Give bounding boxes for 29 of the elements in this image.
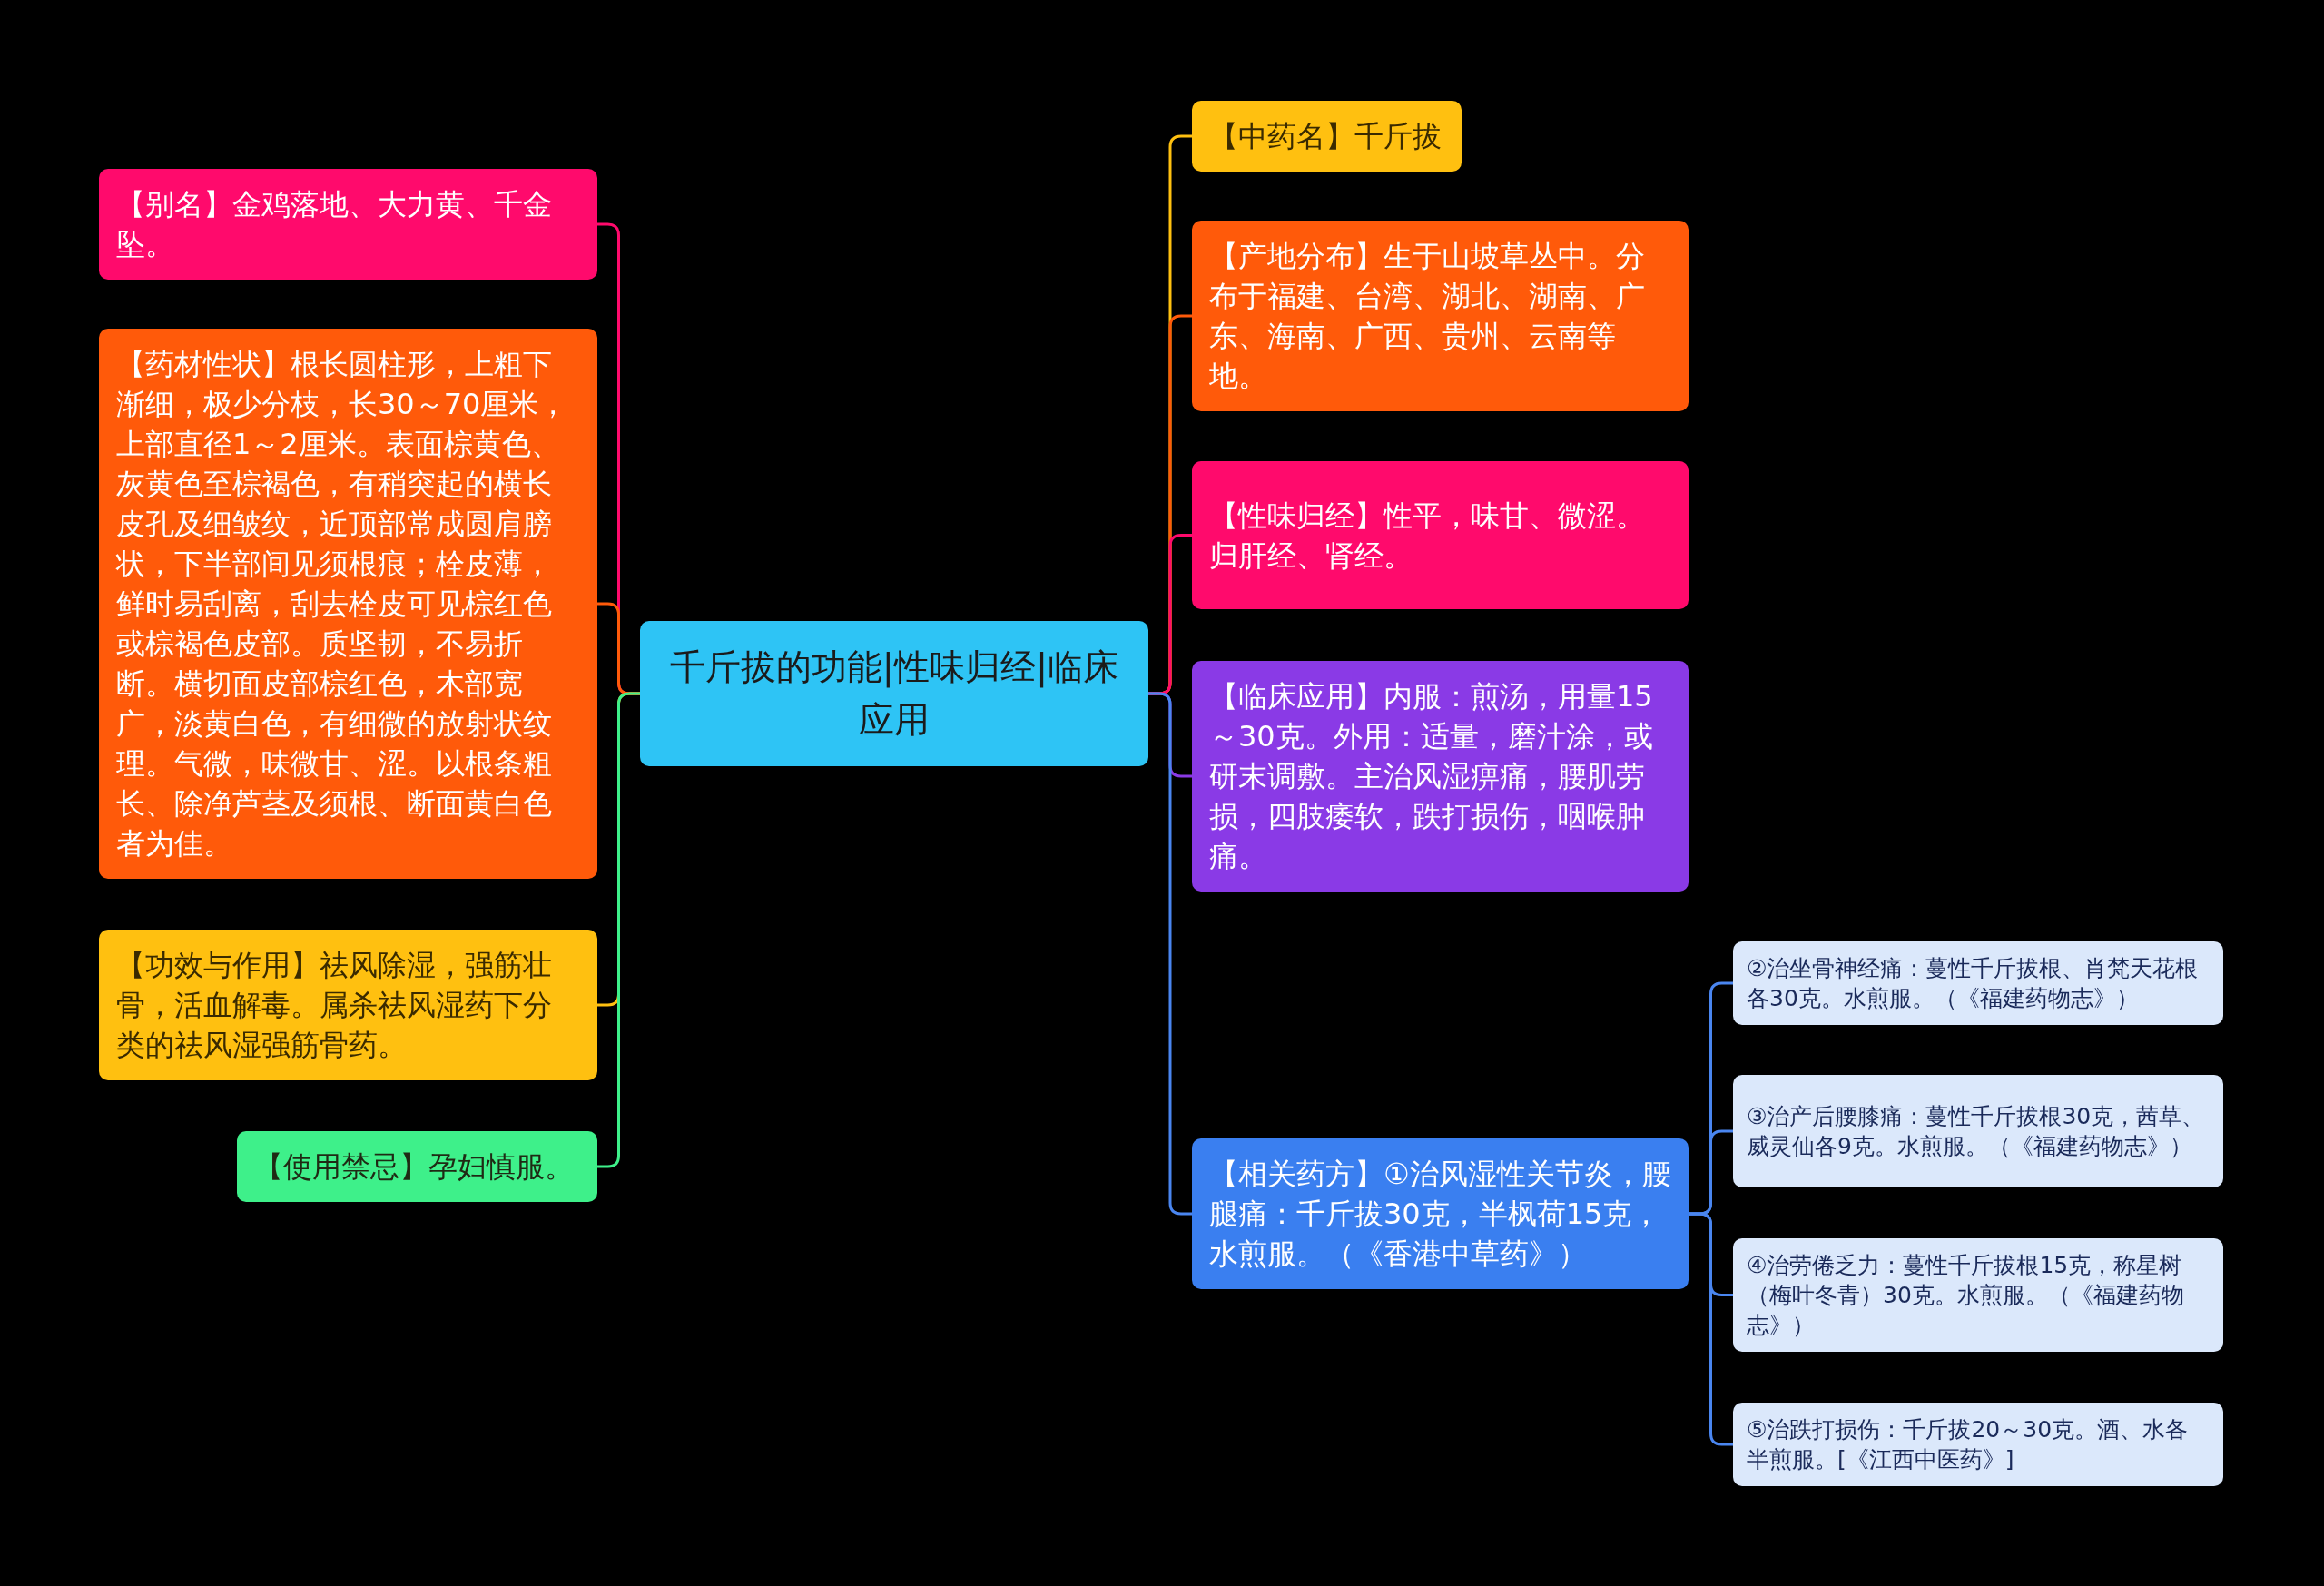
topic-text: ②治坐骨神经痛：蔓性千斤拔根、肖梵天花根各30克。水煎服。（《福建药物志》） [1747,954,2200,1013]
topic-box [1192,101,1462,172]
connector-line [1148,692,1192,1216]
connector-line [1689,1212,1733,1446]
topic-text: 【药材性状】根长圆柱形，上粗下渐细，极少分枝，长30～70厘米，上部直径1～2厘米。表面棕黄色、灰黄色至棕褐色，有稍突起的横长皮孔及细皱纹，近顶部常成圆肩膀状，下半部间见须根痕；栓皮薄，鲜时易刮离，刮去栓皮可见棕红色或棕褐色皮部。质坚韧，不易折断。横切面皮部棕红色，木部宽广，淡黄白色，有细微的放射状纹理。气微，味微甘、涩。以根条粗长、除净芦茎及须根、断面黄白色者为佳。 [116,346,569,862]
topic-text: ④治劳倦乏力：蔓性千斤拔根15克，称星树（梅叶冬青）30克。水煎服。（《福建药物志》） [1747,1251,2185,1340]
topic-box [237,1131,597,1202]
topic-text: 【别名】金鸡落地、大力黄、千金坠。 [116,186,553,263]
topic-text: 【使用禁忌】孕妇慎服。 [254,1148,575,1186]
topic-text: 【相关药方】①治风湿性关节炎，腰腿痛：千斤拔30克，半枫荷15克，水煎服。（《香港中草药》） [1209,1156,1671,1273]
subtopic-box [1733,1403,2223,1486]
topic-text: 【功效与作用】祛风除湿，强筋壮骨，活血解毒。属杀祛风湿药下分类的祛风湿强筋骨药。 [116,947,553,1064]
topic-text: 【中药名】千斤拔 [1209,118,1443,155]
topic-box [99,169,597,280]
topic-text: ⑤治跌打损伤：千斤拔20～30克。酒、水各半煎服。[《江西中医药》] [1747,1415,2190,1474]
topic-text: 【临床应用】内服：煎汤，用量15～30克。外用：适量，磨汁涂，或研末调敷。主治风湿痹痛，腰肌劳损，四肢痿软，跌打损伤，咽喉肿痛。 [1209,678,1654,875]
central-topic-box [640,621,1148,766]
topic-text: 【产地分布】生于山坡草丛中。分布于福建、台湾、湖北、湖南、广东、海南、广西、贵州、云南等地。 [1209,238,1646,395]
topic-box [1192,221,1689,411]
topic-box [1192,661,1689,892]
topic-box [1192,461,1689,609]
topic-text: 【性味归经】性平，味甘、微涩。归肝经、肾经。 [1209,497,1646,575]
subtopic-box [1733,1075,2223,1187]
topic-title: 千斤拔的功能|性味归经|临床应用 [668,645,1120,742]
topic-box [99,930,597,1080]
subtopic-box [1733,941,2223,1025]
topic-box [1192,1138,1689,1289]
topic-text: ③治产后腰膝痛：蔓性千斤拔根30克，茜草、威灵仙各9克。水煎服。（《福建药物志》） [1747,1102,2206,1161]
subtopic-box [1733,1238,2223,1352]
